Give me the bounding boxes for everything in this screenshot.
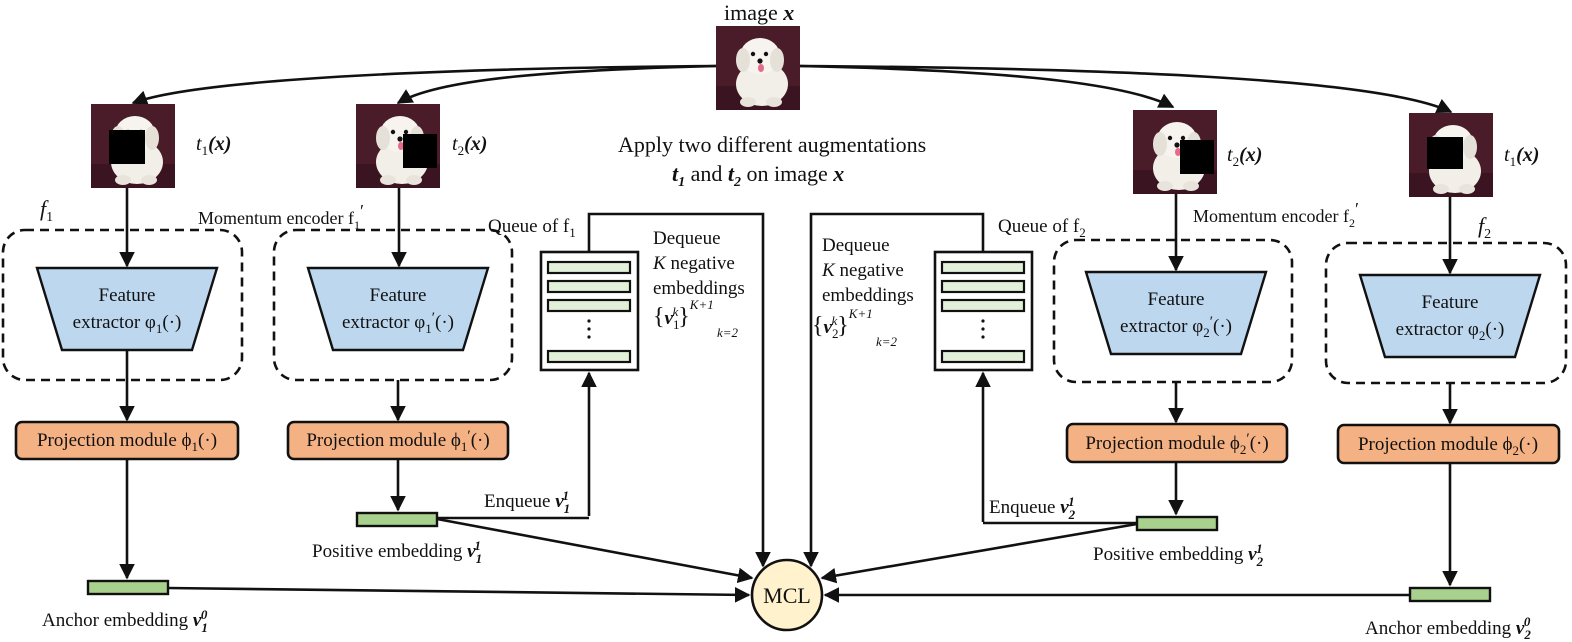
anchor-embedding-2: [1408, 586, 1492, 603]
encoder-label-2: Momentum encoder f1′: [198, 201, 364, 232]
aug-label-2: t2(x): [452, 133, 487, 158]
queue-slot: [940, 349, 1026, 364]
anchor-embedding-label-2: Anchor embedding v20: [1365, 614, 1531, 642]
encoder-box-4: [1324, 241, 1568, 385]
negatives-label-1: K negative: [652, 253, 735, 274]
negative-set-range-1: k=2: [717, 325, 739, 340]
enqueue-label-2: Enqueue v21: [989, 494, 1076, 522]
arrow-positive2-to-mcl: [820, 522, 1138, 584]
arrow-anchor1-to-mcl: [167, 586, 751, 603]
branch-4: t1(x) f2 Feature extractor φ2(·) Project…: [1324, 113, 1568, 642]
branch-2: t2(x) Momentum encoder f1′ Feature extra…: [198, 104, 514, 566]
augmented-image-4: [1409, 113, 1493, 197]
augmented-image-1: [91, 104, 175, 188]
augmented-image-3: [1133, 110, 1217, 194]
feature-extractor-1: [35, 266, 219, 352]
negatives-label-2: K negative: [821, 260, 904, 281]
dequeue-label-1: Dequeue: [653, 228, 721, 249]
projection-text-2: Projection module ϕ1′(·): [306, 428, 489, 454]
projection-text-4: Projection module ϕ2(·): [1358, 434, 1538, 458]
augmentation-note-line2: t1 and t2 on image x: [672, 161, 844, 190]
mcl-node: [750, 558, 824, 632]
feature-extractor-4: [1358, 273, 1542, 359]
augmented-image-2: [356, 104, 440, 188]
feature-text-4a: Feature: [1422, 292, 1479, 313]
input-image: [716, 26, 800, 110]
feature-extractor-2: [306, 266, 490, 352]
branch-3: t2(x) Momentum encoder f2′ Feature extra…: [1052, 110, 1359, 569]
encoder-box-3: [1052, 238, 1294, 384]
negative-set-2: {v2k}K+1: [812, 306, 873, 341]
feature-extractor-3: [1084, 270, 1268, 356]
positive-embedding-2: [1135, 515, 1219, 532]
positive-embedding-label-1: Positive embedding v11: [312, 538, 482, 566]
arrow-image-to-t1-right: [799, 64, 1453, 114]
projection-module-4: [1336, 423, 1561, 465]
queue-slot: [546, 279, 632, 294]
dequeue-label-2: Dequeue: [822, 235, 890, 256]
feature-text-2b: extractor φ1′(·): [342, 310, 454, 336]
negative-set-1: {v1k}K+1: [653, 297, 714, 332]
projection-text-3: Projection module ϕ2′(·): [1085, 431, 1268, 457]
encoder-label-3: Momentum encoder f2′: [1193, 199, 1359, 230]
enqueue-label-1: Enqueue v11: [484, 488, 570, 516]
encoder-box-1: [1, 228, 244, 382]
queue-slot: [546, 260, 632, 275]
image-label: image x: [724, 0, 794, 25]
queue-slot: [940, 298, 1026, 313]
negative-set-range-2: k=2: [876, 334, 898, 349]
queue-slot: [546, 349, 632, 364]
arrow-image-to-t2-right: [799, 64, 1175, 109]
queue-title-1: Queue of f1: [488, 216, 576, 240]
embeddings-label-2: embeddings: [822, 285, 914, 306]
aug-label-3: t2(x): [1227, 144, 1262, 169]
feature-text-1a: Feature: [99, 285, 156, 306]
encoder-label-1: f1: [40, 196, 53, 225]
arrow-image-to-t2-left: [396, 64, 717, 105]
queue-slot: [940, 279, 1026, 294]
projection-text-1: Projection module ϕ1(·): [37, 430, 217, 454]
encoder-box-2: [272, 228, 514, 382]
feature-text-4b: extractor φ2(·): [1396, 319, 1505, 343]
queue-2: Queue of f2 Dequeue K negative embedding…: [803, 212, 1137, 568]
branch-1: t1(x) f1 Feature extractor φ1(·) Project…: [1, 104, 244, 635]
anchor-embedding-label-1: Anchor embedding v10: [42, 607, 208, 635]
positive-embedding-label-2: Positive embedding v21: [1093, 541, 1264, 569]
queue-slot: [546, 298, 632, 313]
aug-label-1: t1(x): [196, 133, 231, 158]
mcl-label: MCL: [763, 583, 811, 608]
anchor-embedding-1: [86, 579, 170, 596]
feature-text-1b: extractor φ1(·): [73, 312, 182, 336]
queue-title-2: Queue of f2: [998, 216, 1086, 240]
embeddings-label-1: embeddings: [653, 278, 745, 299]
feature-text-3b: extractor φ2′(·): [1120, 314, 1232, 340]
encoder-label-4: f2: [1478, 213, 1491, 242]
arrow-positive1-to-mcl: [436, 517, 754, 584]
augmentation-note-line1: Apply two different augmentations: [618, 132, 926, 157]
positive-embedding-1: [355, 511, 439, 528]
queue-slot: [940, 260, 1026, 275]
aug-label-4: t1(x): [1504, 144, 1539, 169]
queue-1: Queue of f1 Dequeue K negative embedding…: [437, 212, 771, 568]
feature-text-3a: Feature: [1148, 289, 1205, 310]
feature-text-2a: Feature: [370, 285, 427, 306]
arrow-image-to-t1-left: [131, 64, 717, 106]
